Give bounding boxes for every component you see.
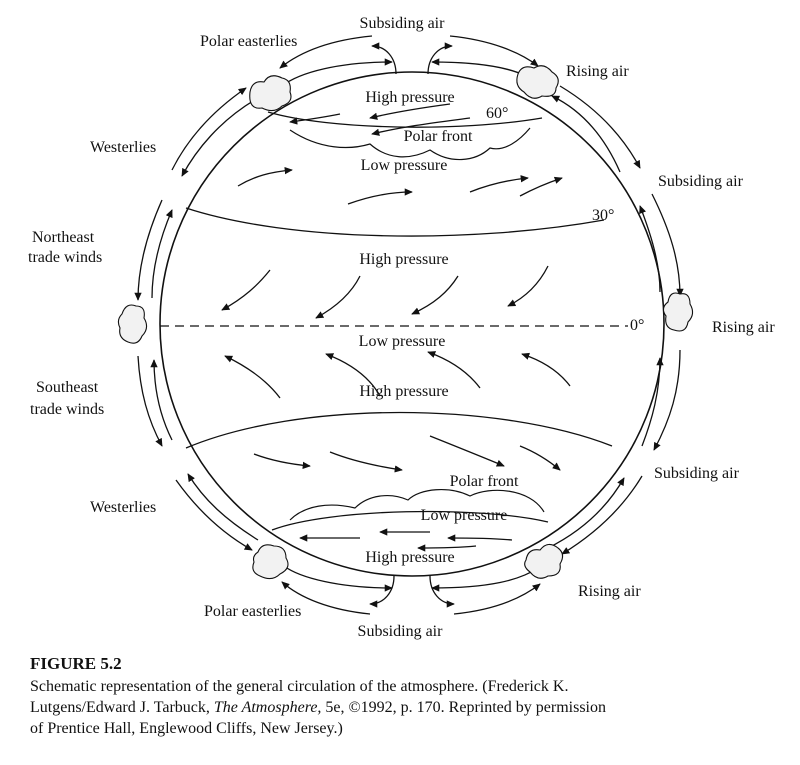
label-rising-air-ne: Rising air (566, 63, 629, 80)
caption-line-3: of Prentice Hall, Englewood Cliffs, New … (30, 720, 343, 737)
latitude-30n-line (185, 207, 605, 237)
cloud-icons (117, 65, 694, 580)
latitude-30s-line (185, 411, 613, 449)
caption-book-title: The Atmosphere, (213, 699, 322, 716)
cloud-icon (516, 65, 559, 99)
figure-caption: FIGURE 5.2 Schematic representation of t… (30, 652, 790, 739)
caption-line-2: Lutgens/Edward J. Tarbuck, The Atmospher… (30, 697, 790, 718)
caption-line-1: Schematic representation of the general … (30, 678, 569, 695)
label-polar-front-south: Polar front (449, 473, 519, 490)
earth-globe (159, 71, 665, 577)
surface-wind-arrows (221, 103, 571, 552)
caption-line-2b: 5e, ©1992, p. 170. Reprinted by permissi… (321, 699, 606, 716)
label-northeast-trade-2: trade winds (28, 249, 103, 266)
label-rising-air-se: Rising air (578, 583, 641, 600)
cloud-icon (662, 292, 694, 332)
circulation-diagram: Subsiding air Polar easterlies Rising ai… (28, 15, 775, 640)
label-rising-air-east: Rising air (712, 319, 775, 336)
label-subsiding-air-east-south: Subsiding air (654, 465, 739, 482)
cloud-icon (117, 304, 148, 344)
label-low-pressure-north: Low pressure (360, 157, 448, 174)
label-polar-easterlies-bottom: Polar easterlies (204, 603, 302, 620)
latitude-60s-line (271, 510, 549, 531)
label-southeast-trade-1: Southeast (36, 379, 99, 396)
polar-front-south (289, 489, 545, 521)
label-westerlies-north: Westerlies (90, 139, 157, 156)
label-polar-front-north: Polar front (403, 128, 473, 145)
globe-svg (117, 35, 694, 615)
label-subsiding-air-top: Subsiding air (359, 15, 445, 32)
cloud-icon (252, 544, 289, 580)
circulation-cell-arrows (134, 35, 684, 615)
cloud-icon (249, 75, 292, 112)
label-westerlies-south: Westerlies (90, 499, 157, 516)
polar-front-north (289, 127, 531, 161)
label-latitude-30: 30° (592, 207, 615, 224)
label-high-pressure-polar-south: High pressure (365, 549, 455, 566)
label-northeast-trade-1: Northeast (32, 229, 95, 246)
label-subsiding-air-bottom: Subsiding air (357, 623, 443, 640)
label-high-pressure-30n: High pressure (359, 251, 449, 268)
label-polar-easterlies-top: Polar easterlies (200, 33, 298, 50)
cloud-icon (524, 543, 564, 579)
figure-number: FIGURE 5.2 (30, 654, 122, 673)
label-low-pressure-equator: Low pressure (358, 333, 446, 350)
label-subsiding-air-east-north: Subsiding air (658, 173, 743, 190)
label-low-pressure-south: Low pressure (420, 507, 508, 524)
caption-line-2a: Lutgens/Edward J. Tarbuck, (30, 699, 214, 716)
label-high-pressure-polar-north: High pressure (365, 89, 455, 106)
label-latitude-0: 0° (630, 317, 645, 334)
label-latitude-60: 60° (486, 105, 509, 122)
label-high-pressure-30s: High pressure (359, 383, 449, 400)
label-southeast-trade-2: trade winds (30, 401, 105, 418)
